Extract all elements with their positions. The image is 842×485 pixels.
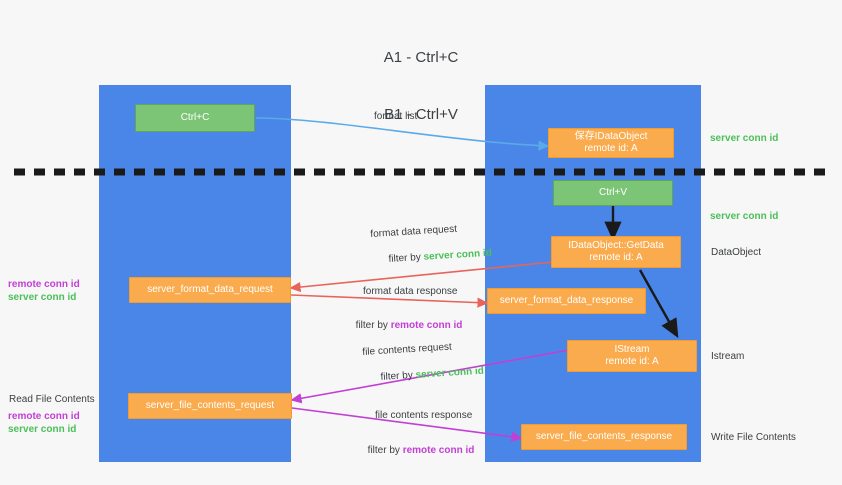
filter-key-remote-conn-id: remote conn id (402, 445, 475, 456)
filter-prefix: filter by (388, 251, 424, 265)
right-annotation-server-conn-id-top: server conn id (710, 133, 779, 144)
node-save-idataobject[interactable]: 保存IDataObject remote id: A (548, 128, 674, 158)
format-data-response-filter: filter by remote conn id (339, 306, 463, 345)
left-file-remote-conn-id: remote conn id (8, 411, 80, 422)
right-annotation-istream: Istream (711, 351, 745, 362)
file-contents-response-text: file contents response (375, 410, 473, 421)
filter-prefix: filter by (367, 445, 403, 456)
edge-label-format-data-response: format data response filter by remote co… (356, 285, 463, 345)
left-annotation-format: remote conn id server conn id (8, 278, 104, 304)
edge-label-format-data-request: format data request filter by server con… (370, 221, 493, 280)
node-ctrl-v[interactable]: Ctrl+V (553, 180, 673, 206)
left-format-server-conn-id: server conn id (8, 292, 77, 303)
node-istream[interactable]: IStream remote id: A (567, 340, 697, 372)
left-format-remote-conn-id: remote conn id (8, 279, 80, 290)
format-data-request-filter: filter by server conn id (371, 234, 493, 280)
filter-key-server-conn-id: server conn id (415, 365, 485, 381)
edge-label-format-list: format list (374, 111, 418, 122)
format-data-response-text: format data response (363, 286, 458, 297)
file-contents-response-filter: filter by remote conn id (351, 431, 475, 470)
edge-label-file-contents-request: file contents request filter by server c… (362, 339, 485, 398)
node-server-format-data-response[interactable]: server_format_data_response (487, 288, 646, 314)
right-annotation-dataobject: DataObject (711, 247, 762, 258)
filter-key-server-conn-id: server conn id (423, 247, 493, 263)
right-annotation-server-conn-id-mid: server conn id (710, 211, 779, 222)
left-annotation-read-file-contents: Read File Contents (9, 394, 95, 405)
node-server-format-data-request[interactable]: server_format_data_request (129, 277, 291, 303)
file-contents-request-filter: filter by server conn id (363, 352, 485, 398)
filter-key-remote-conn-id: remote conn id (390, 320, 463, 331)
filter-prefix: filter by (380, 369, 416, 383)
node-server-file-contents-response[interactable]: server_file_contents_response (521, 424, 687, 450)
node-ctrl-c[interactable]: Ctrl+C (135, 104, 255, 132)
node-idataobject-getdata[interactable]: IDataObject::GetData remote id: A (551, 236, 681, 268)
node-server-file-contents-request[interactable]: server_file_contents_request (128, 393, 292, 419)
title-line-1: A1 - Ctrl+C (383, 49, 459, 66)
left-annotation-file: remote conn id server conn id (8, 410, 104, 436)
edge-label-file-contents-response: file contents response filter by remote … (368, 409, 475, 470)
filter-prefix: filter by (355, 320, 391, 331)
right-annotation-write-file-contents: Write File Contents (711, 432, 796, 443)
left-file-server-conn-id: server conn id (8, 424, 77, 435)
